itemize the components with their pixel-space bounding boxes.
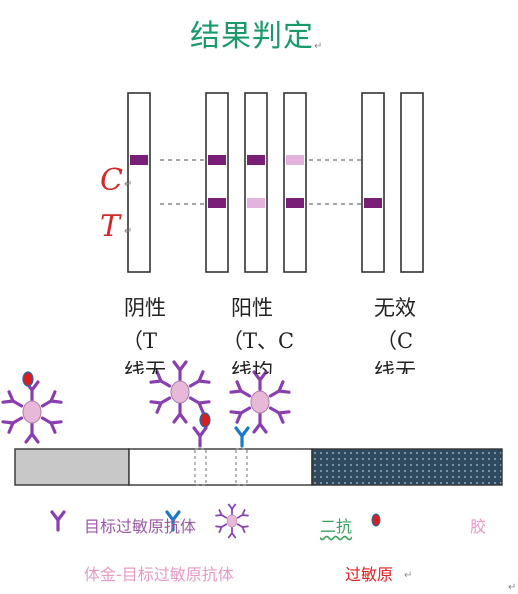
- strip-positive-1: [205, 92, 229, 273]
- control-line-label: C: [100, 163, 123, 198]
- group-label-negative: 阴性: [124, 296, 166, 320]
- band-invalid-t: [364, 198, 382, 208]
- test-strips: [127, 92, 424, 273]
- group-note-negative: （T: [122, 329, 158, 353]
- group-note-negative-line2: 线无: [124, 361, 166, 374]
- return-mark-icon: ↵: [124, 179, 133, 190]
- return-mark-icon: ↵: [314, 41, 323, 52]
- absorbent-pad: [311, 448, 503, 486]
- return-mark-icon: ↵: [124, 226, 133, 237]
- legend-antibody-label: 目标过敏原抗体: [84, 517, 197, 536]
- gold-conjugate-middle: [149, 360, 211, 424]
- band-positive1-c: [208, 155, 226, 165]
- legend-secondary-antibody-label: 二抗: [320, 517, 353, 536]
- gold-conjugate-left: [1, 380, 63, 444]
- return-mark-icon: ↵: [404, 570, 413, 581]
- capture-antibody-test-line: [192, 426, 208, 448]
- group-note-positive-line2: 线均: [231, 361, 273, 374]
- band-positive1-t: [208, 198, 226, 208]
- allergen-bound: [199, 412, 211, 428]
- flow-strip: [14, 448, 503, 486]
- legend-allergen-icon: [371, 513, 381, 527]
- group-label-invalid: 无效: [374, 296, 416, 320]
- return-mark-icon: ↵: [508, 582, 517, 593]
- band-positive3-c: [286, 155, 304, 165]
- legend-allergen-label: 过敏原: [345, 565, 394, 584]
- page-title: 结果判定: [190, 19, 314, 54]
- strip-invalid-2: [400, 92, 424, 273]
- gold-conjugate-right: [229, 370, 291, 434]
- group-note-invalid-line2: 线无: [374, 361, 416, 374]
- sample-pad: [14, 448, 130, 486]
- legend-antibody-icon: [50, 510, 66, 532]
- strip-positive-3: [283, 92, 307, 273]
- group-note-positive: （T、C: [222, 329, 295, 353]
- allergen-top-left: [22, 371, 34, 387]
- guide-lines: [160, 159, 362, 205]
- legend-colloid-label: 胶: [470, 517, 487, 536]
- secondary-antibody-control-line: [234, 426, 250, 448]
- strip-bands: [130, 155, 382, 208]
- group-note-invalid: （C: [376, 329, 414, 353]
- group-note-invalid-clip: 线无: [374, 361, 434, 374]
- legend-gold-conjugate-icon: [215, 503, 249, 539]
- strip-invalid-1: [361, 92, 385, 273]
- membrane: [128, 448, 313, 486]
- test-line-label: T: [100, 209, 121, 244]
- band-positive2-t: [247, 198, 265, 208]
- band-positive2-c: [247, 155, 265, 165]
- group-label-positive: 阳性: [231, 296, 273, 320]
- group-note-negative-clip: 线无: [124, 361, 184, 374]
- legend-gold-conjugate-label: 体金-目标过敏原抗体: [84, 565, 234, 584]
- strip-negative: [127, 92, 151, 273]
- strip-positive-2: [244, 92, 268, 273]
- band-positive3-t: [286, 198, 304, 208]
- group-note-positive-clip: 线均: [231, 361, 291, 374]
- band-negative-c: [130, 155, 148, 165]
